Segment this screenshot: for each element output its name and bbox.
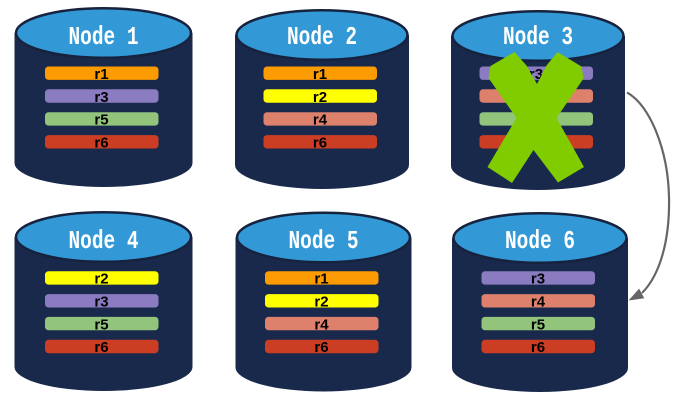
svg-text:Node 1: Node 1	[69, 22, 139, 52]
svg-text:r3: r3	[531, 271, 545, 288]
svg-text:r4: r4	[313, 112, 328, 129]
svg-text:Node 2: Node 2	[287, 22, 357, 52]
svg-text:r3: r3	[94, 293, 108, 310]
svg-text:r6: r6	[94, 339, 108, 356]
svg-text:r3: r3	[94, 89, 108, 106]
svg-text:r5: r5	[94, 316, 108, 333]
svg-text:r4: r4	[314, 316, 329, 333]
svg-text:r5: r5	[94, 112, 108, 129]
svg-text:Node 3: Node 3	[503, 22, 573, 52]
svg-text:Node 4: Node 4	[69, 226, 139, 256]
svg-text:r2: r2	[313, 89, 327, 106]
svg-text:r5: r5	[531, 316, 545, 333]
svg-text:r6: r6	[313, 135, 327, 152]
svg-text:r1: r1	[314, 271, 328, 288]
svg-text:r6: r6	[94, 135, 108, 152]
svg-text:r6: r6	[314, 339, 328, 356]
svg-text:r1: r1	[94, 66, 108, 83]
svg-text:Node 6: Node 6	[505, 226, 575, 256]
svg-text:r4: r4	[531, 293, 546, 310]
svg-text:r6: r6	[531, 339, 545, 356]
svg-text:r2: r2	[314, 293, 328, 310]
svg-text:r1: r1	[313, 66, 327, 83]
svg-text:Node 5: Node 5	[289, 226, 359, 256]
svg-text:r2: r2	[94, 271, 108, 288]
